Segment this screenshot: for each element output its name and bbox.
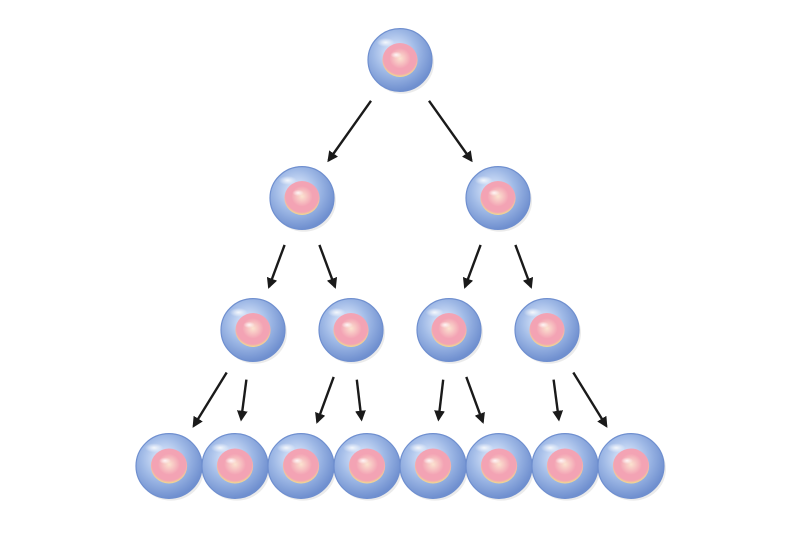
cell xyxy=(201,433,270,501)
cell-nucleus xyxy=(431,313,467,347)
cell xyxy=(514,298,581,364)
cell xyxy=(269,166,336,232)
division-arrow xyxy=(327,100,372,163)
cell xyxy=(531,433,600,501)
cell xyxy=(135,433,204,501)
division-arrow xyxy=(462,244,482,289)
division-arrow xyxy=(434,379,445,422)
cell-nucleus xyxy=(546,448,584,484)
division-arrow xyxy=(236,379,248,422)
cell-nucleus xyxy=(282,448,320,484)
division-arrow xyxy=(318,244,338,289)
division-arrow xyxy=(572,371,608,428)
division-arrow xyxy=(514,244,534,289)
cells-group xyxy=(135,28,666,501)
division-arrow xyxy=(428,100,473,163)
cell-nucleus xyxy=(284,181,320,215)
cell-nucleus xyxy=(382,43,418,77)
cell xyxy=(318,298,385,364)
cell xyxy=(267,433,336,501)
cell-nucleus xyxy=(480,448,518,484)
cell-nucleus xyxy=(348,448,386,484)
division-arrow xyxy=(266,244,286,289)
cell xyxy=(399,433,468,501)
cell-nucleus xyxy=(480,181,516,215)
cell xyxy=(220,298,287,364)
cell-nucleus xyxy=(529,313,565,347)
cell xyxy=(333,433,402,501)
division-arrow xyxy=(192,371,228,428)
cell xyxy=(416,298,483,364)
division-arrow xyxy=(315,376,335,424)
division-arrow xyxy=(465,376,485,424)
cell xyxy=(465,433,534,501)
cell-nucleus xyxy=(150,448,188,484)
cell-nucleus xyxy=(216,448,254,484)
cell-nucleus xyxy=(333,313,369,347)
cell-nucleus xyxy=(235,313,271,347)
cell-nucleus xyxy=(414,448,452,484)
cell xyxy=(597,433,666,501)
cell xyxy=(367,28,434,94)
division-arrows xyxy=(192,100,608,428)
cell-nucleus xyxy=(612,448,650,484)
cell xyxy=(465,166,532,232)
division-arrow xyxy=(552,379,564,422)
division-arrow xyxy=(355,379,366,422)
